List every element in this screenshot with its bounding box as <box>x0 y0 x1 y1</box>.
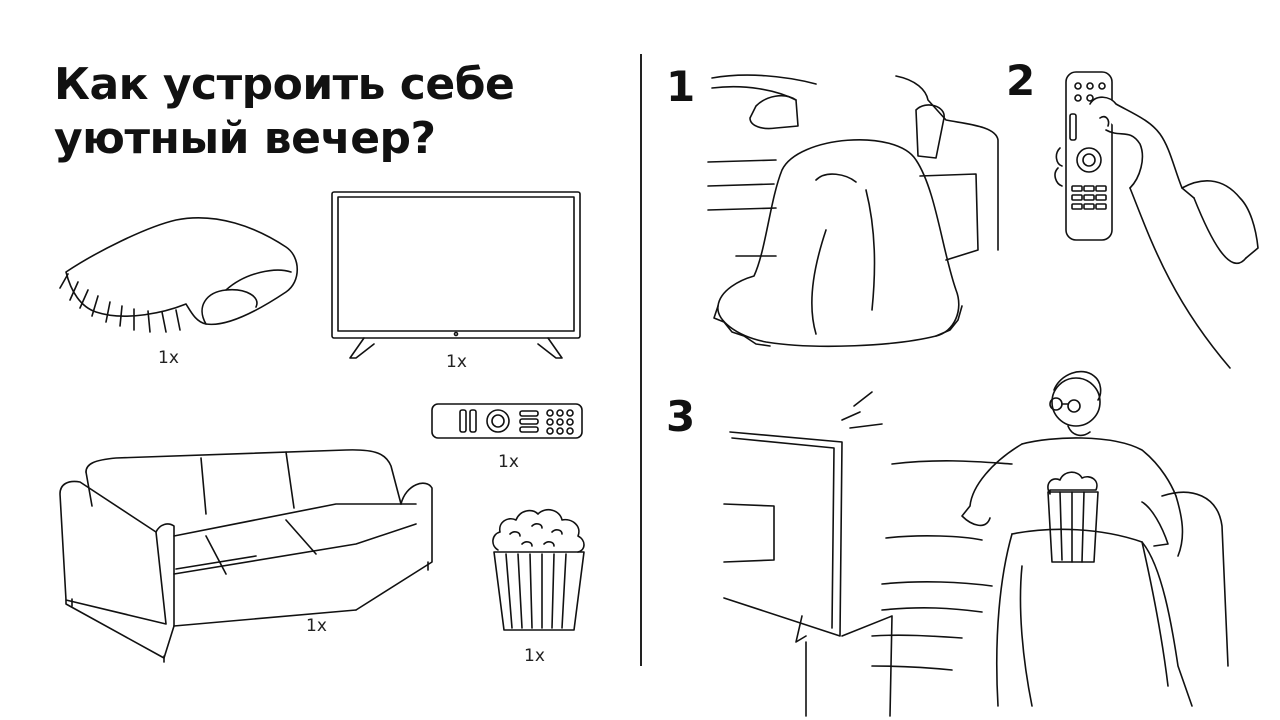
popcorn-qty: 1x <box>524 646 545 666</box>
tv-qty: 1x <box>446 352 467 372</box>
step-3-watching-tv-icon <box>723 370 1229 717</box>
page-title: Как устроить себе уютный вечер? <box>54 58 515 166</box>
blanket-qty: 1x <box>158 348 179 368</box>
title-line-2: уютный вечер? <box>54 113 436 164</box>
blanket-icon <box>59 217 299 333</box>
popcorn-icon <box>492 508 585 631</box>
vertical-divider <box>640 54 642 666</box>
step-2-number: 2 <box>1006 56 1036 105</box>
step-1-blanket-on-sofa-icon <box>707 74 999 348</box>
step-2-hand-with-remote-icon <box>1054 71 1259 369</box>
step-3-number: 3 <box>666 392 696 441</box>
sofa-icon <box>59 449 433 663</box>
tv-icon <box>331 191 581 359</box>
title-line-1: Как устроить себе <box>54 59 515 110</box>
remote-qty: 1x <box>498 452 519 472</box>
step-1-number: 1 <box>666 62 696 111</box>
sofa-qty: 1x <box>306 616 327 636</box>
remote-icon <box>431 403 583 439</box>
